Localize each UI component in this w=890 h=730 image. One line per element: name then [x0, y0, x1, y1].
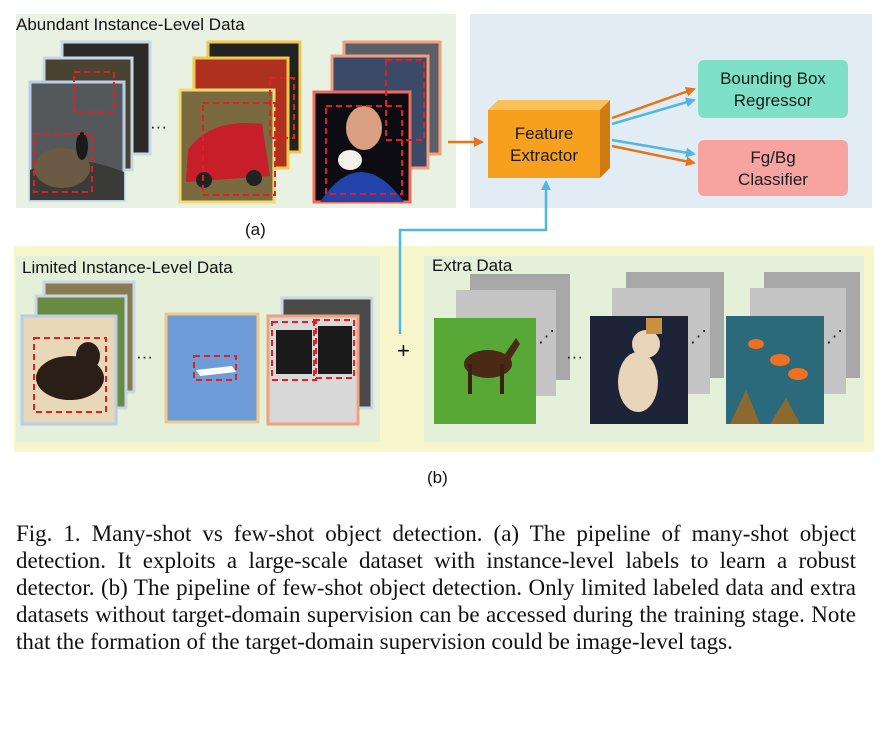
bounding-box-regressor-box: Bounding Box Regressor: [698, 60, 848, 118]
orange-arrow-to-classifier: [611, 144, 696, 167]
extra-data-ellipsis-3: ⋰: [826, 327, 843, 346]
limited-data-ellipsis: ···: [136, 347, 153, 366]
fg-bg-classifier-box: Fg/Bg Classifier: [698, 140, 848, 196]
panel-b-label: (b): [427, 468, 448, 487]
limited-data-title: Limited Instance-Level Data: [22, 258, 233, 277]
svg-text:Extractor: Extractor: [510, 146, 578, 165]
svg-text:Feature: Feature: [515, 124, 574, 143]
blue-arrow-to-classifier: [611, 138, 696, 158]
image-stack-cat: [590, 272, 724, 424]
arrow-from-panel-b: [398, 180, 551, 334]
svg-text:Bounding Box: Bounding Box: [720, 69, 826, 88]
svg-text:Regressor: Regressor: [734, 91, 813, 110]
blue-arrow-to-regressor: [611, 97, 696, 126]
image-stack-dog: [20, 280, 136, 426]
panel-a-title: Abundant Instance-Level Data: [16, 15, 245, 34]
figure: Abundant Instance-Level Data (a) Limited…: [14, 14, 874, 487]
extra-data-title: Extra Data: [432, 256, 513, 275]
image-stack-monitors: [266, 296, 374, 426]
svg-text:Classifier: Classifier: [738, 170, 808, 189]
image-stack-fish: [726, 272, 860, 424]
image-stack-person: [312, 40, 442, 204]
extra-data-ellipsis: ···: [566, 347, 583, 366]
svg-text:Fg/Bg: Fg/Bg: [750, 148, 795, 167]
panel-a-label: (a): [245, 220, 266, 239]
panel-a-ellipsis: ···: [150, 117, 167, 136]
figure-caption: Fig. 1. Many-shot vs few-shot object det…: [16, 521, 856, 654]
image-stack-horses: [434, 274, 570, 424]
extra-data-ellipsis-1: ⋰: [538, 327, 555, 346]
extra-data-ellipsis-2: ⋰: [690, 327, 707, 346]
image-stack-goose: [28, 40, 152, 202]
image-stack-cars: SAAB: [178, 40, 302, 204]
orange-arrow-to-regressor: [611, 86, 696, 120]
plus-sign: +: [397, 338, 410, 363]
image-airplane: [164, 312, 260, 424]
feature-extractor-box: Feature Extractor: [488, 100, 610, 178]
